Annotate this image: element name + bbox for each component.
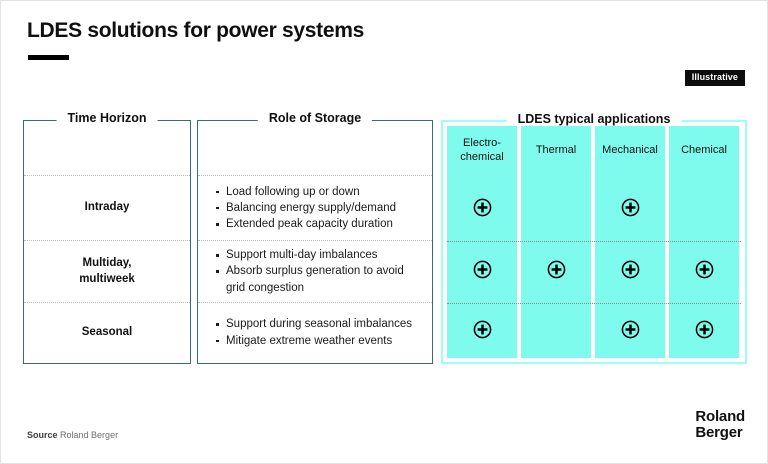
bullet-list: Support multi-day imbalances Absorb surp…: [198, 247, 432, 296]
panel-role-of-storage: Role of Storage Load following up or dow…: [197, 112, 433, 364]
table-row: Seasonal: [24, 302, 190, 362]
ldes-column-header: Mechanical: [595, 126, 665, 176]
table-row: Support multi-day imbalances Absorb surp…: [198, 240, 432, 302]
ldes-cell-multiday-thermal: [521, 239, 591, 300]
source-value: Roland Berger: [60, 430, 119, 440]
time-horizon-label-line2: multiweek: [79, 272, 135, 285]
time-horizon-label: Intraday: [24, 200, 190, 216]
table-row: Multiday, multiweek: [24, 240, 190, 302]
ldes-cell-seasonal-electro-chemical: [447, 300, 517, 358]
table-row: Load following up or down Balancing ener…: [198, 175, 432, 240]
plus-circle-icon: [473, 320, 491, 338]
ldes-column-header-line2: chemical: [460, 150, 504, 163]
bullet-list: Load following up or down Balancing ener…: [198, 184, 432, 233]
brand-logo-line2: Berger: [695, 424, 743, 442]
list-item: Absorb surplus generation to avoid grid …: [216, 263, 422, 296]
ldes-cell-seasonal-thermal: [521, 300, 591, 358]
spacer-row: [24, 121, 190, 175]
plus-circle-icon: [473, 198, 491, 216]
source-label: Source: [27, 430, 58, 440]
time-horizon-label: Multiday, multiweek: [24, 256, 190, 287]
ldes-cell-seasonal-chemical: [669, 300, 739, 358]
bullet-list: Support during seasonal imbalances Mitig…: [198, 316, 432, 349]
time-horizon-rows: Intraday Multiday, multiweek Seasonal: [24, 121, 190, 363]
table-row: Intraday: [24, 175, 190, 240]
plus-circle-icon: [547, 260, 565, 279]
ldes-column-header-line1: Thermal: [535, 143, 577, 156]
ldes-column-mechanical: Mechanical: [595, 126, 665, 358]
list-item: Support multi-day imbalances: [216, 247, 422, 263]
brand-logo-line1: Roland: [695, 408, 745, 425]
status-badge: Illustrative: [684, 70, 745, 86]
role-of-storage-rows: Load following up or down Balancing ener…: [198, 121, 432, 363]
list-item: Load following up or down: [216, 184, 422, 200]
ldes-column-thermal: Thermal: [521, 126, 591, 358]
time-horizon-label-line1: Intraday: [84, 201, 130, 214]
list-item: Mitigate extreme weather events: [216, 333, 422, 349]
ldes-cell-seasonal-mechanical: [595, 300, 665, 358]
source-note: Source Roland Berger: [27, 430, 118, 440]
ldes-cell-multiday-electro-chemical: [447, 239, 517, 300]
ldes-cell-intraday-thermal: [521, 175, 591, 240]
plus-circle-icon: [473, 260, 491, 279]
time-horizon-label-line1: Seasonal: [81, 325, 133, 338]
plus-circle-icon: [695, 320, 713, 338]
ldes-column-header-line1: Mechanical: [602, 143, 658, 156]
list-item: Extended peak capacity duration: [216, 216, 422, 232]
ldes-column-header: Chemical: [669, 126, 739, 176]
panel-title-ldes-applications: LDES typical applications: [506, 113, 682, 126]
panel-title-role-of-storage: Role of Storage: [257, 112, 373, 125]
panel-title-time-horizon: Time Horizon: [56, 112, 158, 125]
panel-time-horizon: Time Horizon Intraday Multiday, multiwee…: [23, 112, 191, 364]
ldes-matrix: Electro- chemical: [447, 126, 741, 358]
ldes-column-header: Electro- chemical: [447, 126, 517, 176]
ldes-column-header-line1: Chemical: [681, 143, 727, 156]
plus-circle-icon: [695, 260, 713, 279]
panel-ldes-applications: LDES typical applications Electro- chemi…: [441, 113, 747, 364]
ldes-column-header: Thermal: [521, 126, 591, 176]
ldes-column-header-line1: Electro-: [463, 136, 501, 149]
plus-circle-icon: [621, 320, 639, 338]
time-horizon-label: Seasonal: [24, 325, 190, 341]
spacer-row: [198, 121, 432, 175]
title-underline-rule: [28, 55, 69, 60]
plus-circle-icon: [621, 198, 639, 216]
page-title: LDES solutions for power systems: [27, 19, 364, 42]
list-item: Balancing energy supply/demand: [216, 200, 422, 216]
ldes-cell-multiday-chemical: [669, 239, 739, 300]
time-horizon-label-line1: Multiday,: [82, 256, 132, 269]
table-row: Support during seasonal imbalances Mitig…: [198, 302, 432, 362]
ldes-cell-intraday-chemical: [669, 175, 739, 240]
ldes-cell-intraday-mechanical: [595, 175, 665, 240]
plus-circle-icon: [621, 260, 639, 279]
brand-logo: Roland Berger: [695, 408, 745, 442]
ldes-column-electro-chemical: Electro- chemical: [447, 126, 517, 358]
ldes-cell-intraday-electro-chemical: [447, 175, 517, 240]
list-item: Support during seasonal imbalances: [216, 316, 422, 332]
ldes-column-chemical: Chemical: [669, 126, 739, 358]
ldes-cell-multiday-mechanical: [595, 239, 665, 300]
